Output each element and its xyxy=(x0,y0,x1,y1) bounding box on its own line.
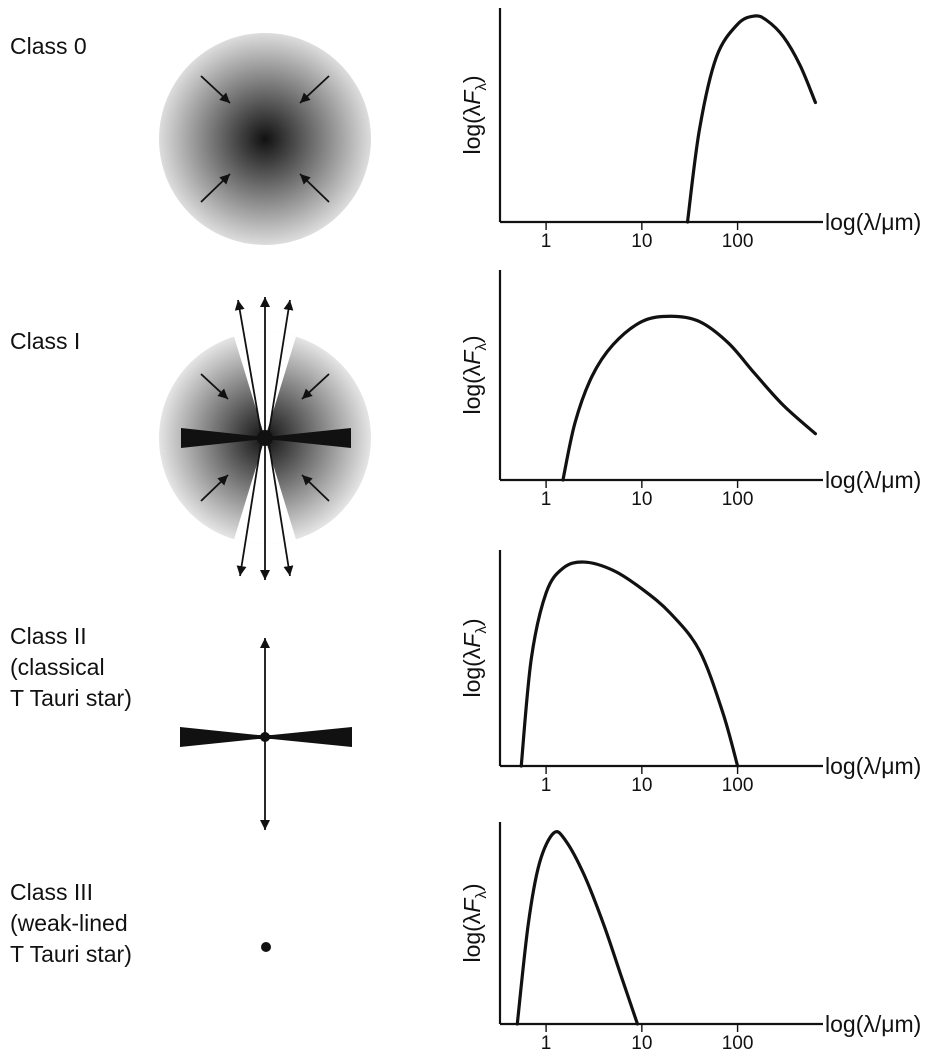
x-tick-label-1-1: 1 xyxy=(541,489,552,510)
class-i-infall-arrow-top-right xyxy=(301,373,330,400)
class-0-illustration xyxy=(159,33,371,245)
y-axis-label-subscript-2: λ xyxy=(473,626,490,634)
class-ii-subtitle-2: T Tauri star) xyxy=(10,685,132,711)
y-axis-label-2: log(λFλ) xyxy=(459,618,490,697)
class-ii-title: Class II xyxy=(10,623,87,649)
class-iii-illustration xyxy=(261,942,271,952)
x-axis-label-2: log(λ/μm) xyxy=(825,753,921,779)
y-axis-label-close-1: ) xyxy=(459,335,485,343)
y-axis-label-flux-symbol-3: F xyxy=(459,897,485,913)
class-iii-title: Class III xyxy=(10,879,94,905)
class-iii-subtitle-2: T Tauri star) xyxy=(10,941,132,967)
y-axis-label-prefix-2: log(λ xyxy=(459,647,485,697)
class-i-infall-arrow-top-left xyxy=(200,373,229,400)
weak-lined-t-tauri-star xyxy=(261,942,271,952)
sed-plot-3: 1 10 100 log(λ/μm) log(λFλ) xyxy=(459,822,921,1054)
class-i-infall-arrow-bottom-left xyxy=(200,474,229,502)
infall-arrow-bottom-right xyxy=(299,173,330,203)
y-axis-label-close-3: ) xyxy=(459,883,485,891)
sed-plot-0: 1 10 100 log(λ/μm) log(λFλ) xyxy=(459,8,921,252)
x-tick-label-100-0: 100 xyxy=(722,231,754,252)
y-axis-label-0: log(λFλ) xyxy=(459,75,490,154)
x-tick-label-10-2: 10 xyxy=(631,775,652,796)
t-tauri-star xyxy=(260,732,270,742)
x-tick-label-10-1: 10 xyxy=(631,489,652,510)
y-axis-label-subscript-3: λ xyxy=(473,891,490,899)
protostar xyxy=(257,430,273,446)
sed-plot-2: 1 10 100 log(λ/μm) log(λFλ) xyxy=(459,550,921,796)
x-tick-label-100-3: 100 xyxy=(722,1033,754,1054)
y-axis-label-3: log(λFλ) xyxy=(459,883,490,962)
x-tick-label-100-1: 100 xyxy=(722,489,754,510)
sed-curve-3-0 xyxy=(515,830,640,1026)
class-ii-illustration xyxy=(180,638,352,830)
infall-arrow-top-right xyxy=(299,75,330,104)
y-axis-label-subscript-0: λ xyxy=(473,83,490,91)
y-axis-label-subscript-1: λ xyxy=(473,343,490,351)
y-axis-label-prefix-1: log(λ xyxy=(459,364,485,414)
infall-arrow-bottom-left xyxy=(200,173,231,203)
y-axis-label-close-0: ) xyxy=(459,75,485,83)
class-iii-subtitle-1: (weak-lined xyxy=(10,910,128,936)
class-ii-label: Class II (classical T Tauri star) xyxy=(10,621,132,714)
infalling-cloud xyxy=(159,33,371,245)
x-axis-label-0: log(λ/μm) xyxy=(825,209,921,235)
infall-arrow-top-left xyxy=(200,75,231,104)
y-axis-label-flux-symbol-2: F xyxy=(459,632,485,648)
x-tick-label-1-2: 1 xyxy=(541,775,552,796)
y-axis-label-prefix-0: log(λ xyxy=(459,104,485,154)
class-i-infall-arrow-bottom-right xyxy=(301,474,330,502)
x-tick-label-10-0: 10 xyxy=(631,231,652,252)
class-ii-subtitle-1: (classical xyxy=(10,654,105,680)
x-axis-label-3: log(λ/μm) xyxy=(825,1011,921,1037)
class-i-title: Class I xyxy=(10,328,81,354)
y-axis-label-flux-symbol-0: F xyxy=(459,89,485,105)
y-axis-label-prefix-3: log(λ xyxy=(459,912,485,962)
y-axis-label-close-2: ) xyxy=(459,618,485,626)
outflow-arrow-down-right xyxy=(267,437,294,577)
x-tick-label-10-3: 10 xyxy=(631,1033,652,1054)
outflow-arrow-down-left xyxy=(236,437,263,577)
class-0-label: Class 0 xyxy=(10,31,87,62)
outflow-arrow-up-right xyxy=(267,299,294,439)
x-tick-label-100-2: 100 xyxy=(722,775,754,796)
x-tick-label-1-3: 1 xyxy=(541,1033,552,1054)
class-0-title: Class 0 xyxy=(10,33,87,59)
x-axis-label-1: log(λ/μm) xyxy=(825,467,921,493)
class-i-illustration xyxy=(159,297,371,580)
sed-curve-2-0 xyxy=(519,560,740,768)
sed-curve-0-0 xyxy=(685,14,818,224)
x-tick-label-1-0: 1 xyxy=(541,231,552,252)
class-iii-label: Class III (weak-lined T Tauri star) xyxy=(10,877,132,970)
outflow-arrow-up-left xyxy=(234,299,263,439)
class-i-label: Class I xyxy=(10,326,80,357)
y-axis-label-1: log(λFλ) xyxy=(459,335,490,414)
sed-curve-1-0 xyxy=(561,314,818,482)
sed-plot-1: 1 10 100 log(λ/μm) log(λFλ) xyxy=(459,270,921,510)
y-axis-label-flux-symbol-1: F xyxy=(459,349,485,365)
